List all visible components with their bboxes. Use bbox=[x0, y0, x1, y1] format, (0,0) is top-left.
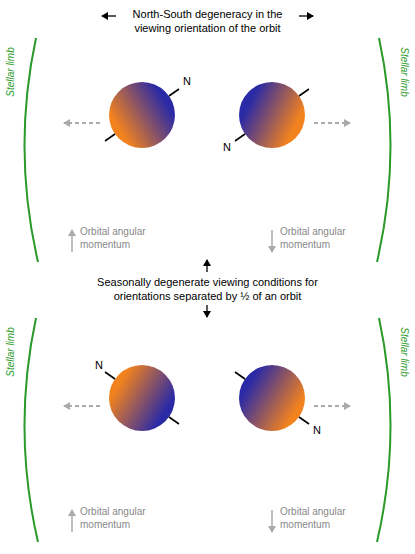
momentum-label: Orbital angular momentum bbox=[80, 226, 170, 251]
north-pole-label: N bbox=[95, 359, 103, 373]
spin-axis-ticks bbox=[105, 89, 309, 424]
line-of-sight-arrows bbox=[64, 123, 350, 406]
note-text: North-South degeneracy in the viewing or… bbox=[120, 8, 295, 36]
degeneracy-arrows bbox=[102, 16, 313, 317]
stellar-limb-label: Stellar limb bbox=[5, 327, 18, 376]
momentum-label: Orbital angular momentum bbox=[80, 506, 170, 531]
north-pole-label: N bbox=[183, 75, 191, 89]
stellar-limb-label: Stellar limb bbox=[5, 47, 18, 96]
momentum-label: Orbital angular momentum bbox=[280, 506, 370, 531]
stellar-limb-label: Stellar limb bbox=[398, 327, 411, 376]
note-text: Seasonally degenerate viewing conditions… bbox=[85, 276, 330, 304]
planets bbox=[109, 82, 305, 431]
north-pole-label: N bbox=[313, 424, 321, 438]
stellar-limb-curves bbox=[24, 38, 390, 542]
angular-momentum-arrows bbox=[72, 230, 272, 532]
momentum-label: Orbital angular momentum bbox=[280, 226, 370, 251]
north-pole-label: N bbox=[223, 141, 231, 155]
stellar-limb-label: Stellar limb bbox=[398, 47, 411, 96]
